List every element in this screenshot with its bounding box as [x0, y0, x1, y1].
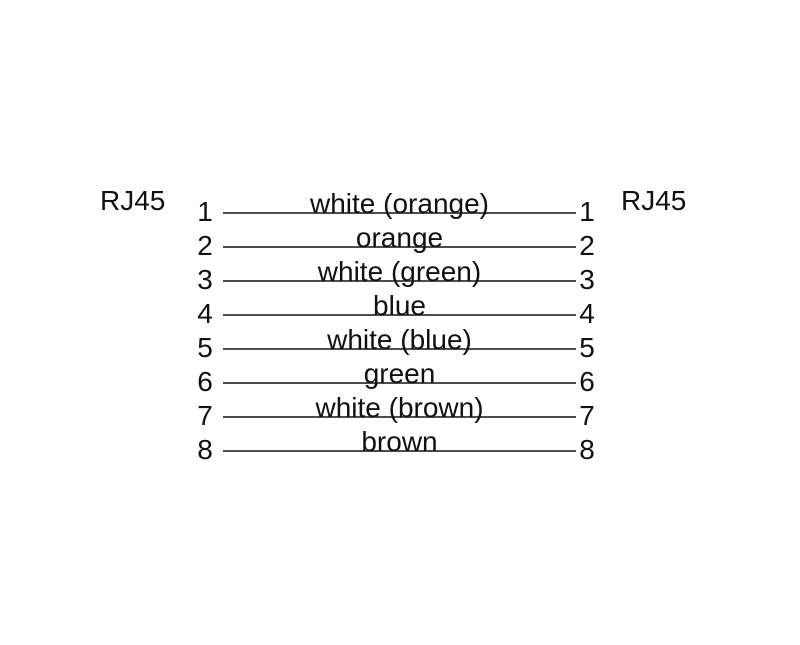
wire-line: [223, 246, 576, 248]
wire-line: [223, 450, 576, 452]
wire-label: white (brown): [315, 392, 484, 423]
pin-number-right: 8: [579, 434, 595, 465]
wire-label: white (green): [317, 256, 482, 287]
pin-number-left: 4: [197, 298, 213, 329]
wire-line: [223, 382, 576, 384]
pin-number-left: 1: [197, 196, 213, 227]
pin-number-right: 3: [579, 264, 595, 295]
wire-line: [223, 280, 576, 282]
wire-label: orange: [355, 222, 444, 253]
pin-number-left: 7: [197, 400, 213, 431]
pin-number-left: 8: [197, 434, 213, 465]
pin-number-right: 1: [579, 196, 595, 227]
pin-number-right: 5: [579, 332, 595, 363]
wire-label: blue: [373, 290, 426, 321]
wire-label: green: [363, 358, 436, 389]
pin-number-left: 5: [197, 332, 213, 363]
pin-number-right: 2: [579, 230, 595, 261]
pin-number-left: 3: [197, 264, 213, 295]
pin-number-left: 2: [197, 230, 213, 261]
wire-line: [223, 416, 576, 418]
pin-number-right: 4: [579, 298, 595, 329]
wire-line: [223, 212, 576, 214]
connector-label-right: RJ45: [621, 185, 687, 216]
wire-label: brown: [361, 426, 438, 457]
pin-number-right: 7: [579, 400, 595, 431]
wire-line: [223, 348, 576, 350]
wire-line: [223, 314, 576, 316]
pin-number-right: 6: [579, 366, 595, 397]
pin-number-left: 6: [197, 366, 213, 397]
wire-label: white (orange): [310, 188, 489, 219]
connector-label-left: RJ45: [100, 185, 166, 216]
wire-label: white (blue): [327, 324, 472, 355]
